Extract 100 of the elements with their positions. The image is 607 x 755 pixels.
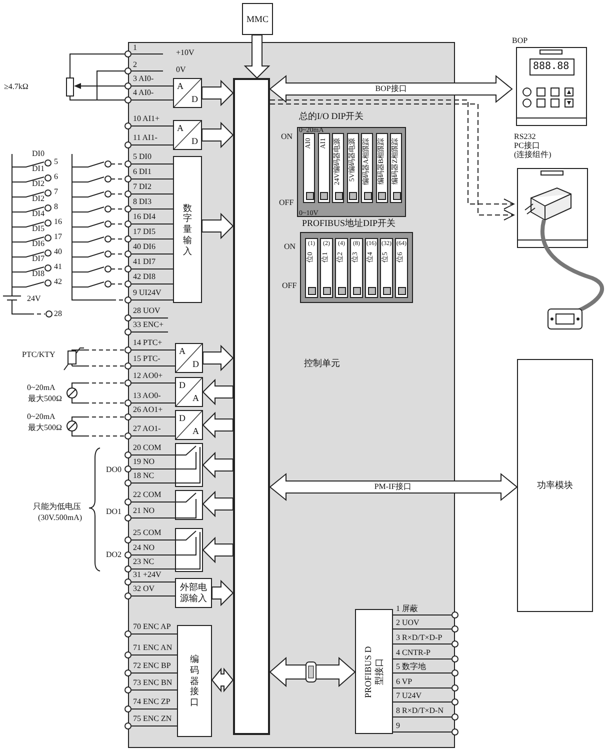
display-readout: 888.88 (533, 62, 570, 72)
terminal-wire (392, 640, 458, 648)
terminal-wire (124, 122, 174, 130)
text-label: OFF (279, 199, 294, 207)
terminal-label: 21 NO (133, 507, 155, 515)
terminal-label: 31 +24V (133, 571, 162, 579)
block-arrow (211, 668, 234, 692)
text-label: ON (284, 243, 296, 251)
terminal-label: 4 AI0- (133, 89, 154, 97)
edge-label: BOP接口 (375, 85, 407, 93)
terminal-wire (124, 176, 174, 182)
unit-label: 控制单元 (304, 359, 340, 368)
block-arrow (212, 580, 234, 606)
text-label: 最大500Ω (28, 424, 62, 432)
terminal-wire (124, 206, 174, 212)
dip-switch (332, 133, 344, 203)
text-label: 17 (54, 233, 62, 241)
terminal-label: 73 ENC BN (133, 679, 172, 687)
terminal-wire (124, 96, 174, 104)
terminal-wire (392, 670, 458, 676)
block-arrow (202, 122, 234, 148)
terminal-label: 41 DI7 (133, 258, 156, 266)
terminal-wire (124, 236, 174, 242)
terminal-label: 4 CNTR-P (396, 649, 430, 657)
terminal-label: 3 AI0- (133, 75, 154, 83)
terminal-wire (124, 630, 178, 638)
terminal-label: 71 ENC AN (133, 644, 172, 652)
text-label: (30V.500mA) (38, 514, 82, 522)
terminal-wire (124, 250, 174, 258)
terminal-wire (124, 498, 176, 506)
terminal-wire (124, 266, 174, 272)
terminal-label: 74 ENC ZP (133, 698, 170, 706)
text-label: PTC/KTY (22, 351, 56, 359)
terminal-label: 23 NC (133, 558, 154, 566)
converter-letter: A (192, 427, 199, 436)
terminal-wire (124, 50, 164, 58)
text-label: 16 (54, 218, 62, 226)
text-label: DI2 (32, 180, 44, 188)
function-box: 编码器接口 (177, 625, 212, 737)
function-box: 外部电源输入 (175, 578, 212, 608)
text-label: 只能为低电压 (33, 503, 81, 511)
terminal-wire (124, 432, 176, 440)
function-box: 数字量输入 (173, 156, 202, 303)
terminal-wire (124, 722, 178, 730)
terminal-wire (124, 220, 174, 228)
terminal-label: 5 DI0 (133, 153, 152, 161)
dip-switch (318, 133, 330, 203)
terminal-label: 42 DI8 (133, 273, 156, 281)
terminal-wire (124, 414, 176, 420)
control-unit-panel (128, 42, 455, 748)
terminal-wire (124, 536, 176, 544)
block-arrow (202, 490, 234, 518)
terminal-wire (124, 670, 178, 676)
terminal-label: 6 VP (396, 678, 412, 686)
text-label: 0~20mA (27, 413, 56, 421)
switch-block-heading: 总的I/O DIP开关 (299, 112, 364, 121)
terminal-label: 2 UOV (396, 619, 420, 627)
terminal-label: 0V (176, 66, 186, 74)
text-label: 6 (54, 173, 58, 181)
terminal-label: 7 U24V (396, 692, 422, 700)
text-label: 7 (54, 188, 58, 196)
text-label: DI4 (32, 210, 44, 218)
text-label: 最大500Ω (28, 395, 62, 403)
converter-box (173, 78, 202, 108)
terminal-label: 40 DI6 (133, 243, 156, 251)
terminal-wire (124, 566, 176, 572)
block-arrow (269, 74, 513, 104)
converter-letter: A (177, 124, 184, 133)
terminal-label: 14 PTC+ (133, 339, 162, 347)
terminal-wire (124, 280, 174, 288)
terminal-wire (124, 328, 168, 336)
terminal-label: 72 ENC BP (133, 662, 171, 670)
terminal-wire (124, 706, 178, 712)
converter-box (173, 120, 202, 150)
text-label: 8 (54, 203, 58, 211)
terminal-wire (124, 686, 178, 694)
switch-block-heading: PROFIBUS地址DIP开关 (302, 219, 396, 228)
converter-letter: D (179, 381, 186, 390)
terminal-label: 17 DI5 (133, 228, 156, 236)
terminal-wire (124, 452, 176, 458)
function-box: 功率模块 (517, 359, 593, 612)
terminal-wire (124, 82, 174, 90)
converter-letter: D (179, 414, 186, 423)
block-arrow (202, 80, 234, 106)
terminal-label: 70 ENC AP (133, 623, 171, 631)
terminal-wire (124, 400, 176, 406)
terminal-wire (124, 142, 174, 148)
text-label: DI8 (32, 270, 44, 278)
terminal-label: 3 R×D/T×D-P (396, 634, 442, 642)
converter-box (175, 343, 203, 373)
terminal-label: 7 DI2 (133, 183, 152, 191)
dip-switch (320, 238, 333, 298)
terminal-wire (124, 514, 176, 522)
text-label: DI1 (32, 165, 44, 173)
block-arrow (202, 536, 234, 564)
device-label: BOP (512, 36, 529, 46)
dip-switch (395, 238, 408, 298)
text-label: DI6 (32, 240, 44, 248)
terminal-wire (392, 698, 458, 706)
text-label: 40 (54, 248, 62, 256)
